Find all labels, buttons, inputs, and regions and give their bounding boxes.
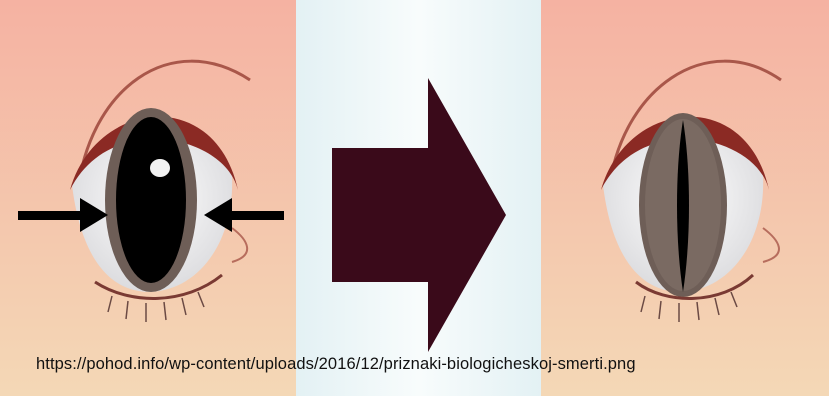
lower-eyelashes	[640, 291, 738, 322]
eye-before-panel	[0, 0, 296, 396]
lower-eyelid	[635, 273, 755, 300]
nose-contour	[762, 227, 780, 263]
transition-illustration	[296, 0, 541, 396]
upper-eyelid	[70, 116, 238, 190]
eye-before-illustration	[0, 0, 296, 396]
nose-contour	[231, 227, 248, 263]
eye-after-panel	[541, 0, 829, 396]
press-arrow-right-icon	[204, 198, 284, 232]
source-url-caption: https://pohod.info/wp-content/uploads/20…	[36, 355, 636, 373]
eye-after-illustration	[541, 0, 829, 396]
pupil-slit	[677, 120, 689, 292]
right-arrow-icon	[332, 78, 506, 352]
eyebrow-line	[607, 59, 782, 191]
lower-eyelid	[94, 273, 223, 300]
upper-eyelid	[601, 116, 769, 190]
pupil-round	[116, 117, 186, 283]
lower-eyelashes	[107, 291, 205, 322]
press-arrow-left-icon	[18, 198, 108, 232]
transition-panel	[296, 0, 541, 396]
pupil-highlight	[150, 159, 170, 177]
eyebrow-line	[76, 59, 251, 191]
